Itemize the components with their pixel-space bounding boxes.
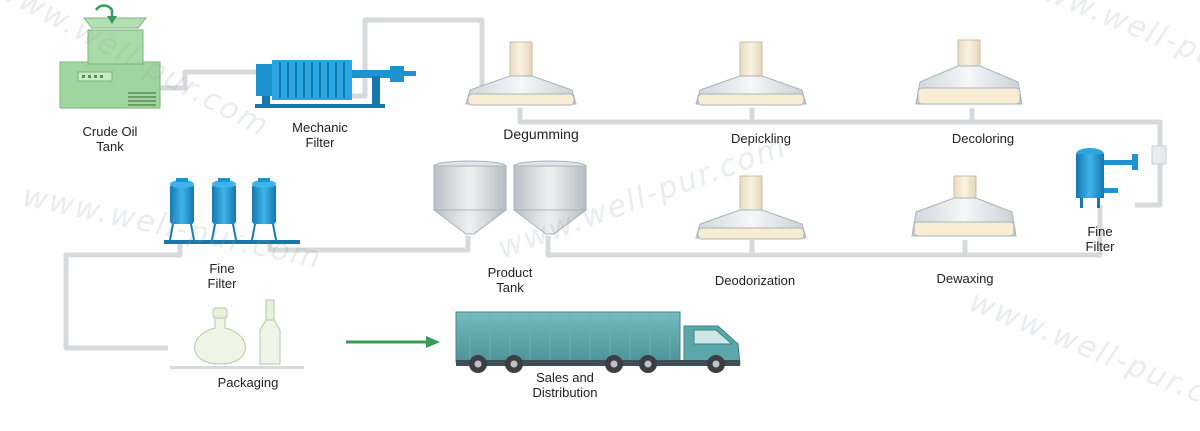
decoloring-reactor — [915, 39, 1023, 105]
fine-filter-right-label-line1: Fine — [1087, 224, 1113, 239]
crude-oil-tank-label-line1: Crude Oil — [82, 124, 138, 139]
deodorization-label: Deodorization — [714, 273, 796, 288]
degumming-label: Degumming — [503, 126, 579, 142]
delivery-truck — [455, 311, 741, 373]
fine-filter-right-vessel — [1076, 145, 1167, 208]
fine-filter-left-label-line1: Fine — [209, 261, 235, 276]
product-tank-label-line2: Tank — [496, 280, 524, 295]
depickling-reactor — [695, 41, 807, 106]
sales-distribution-label-line1: Sales and — [536, 370, 594, 385]
fine-filter-left-label-line2: Filter — [207, 276, 237, 291]
mechanic-filter-label-line2: Filter — [305, 135, 335, 150]
mechanic-filter-label: Mechanic Filter — [270, 120, 370, 150]
dewaxing-label: Dewaxing — [936, 271, 994, 286]
sales-distribution-label: Sales and Distribution — [510, 370, 620, 400]
mechanic-filter — [255, 60, 416, 108]
deodorization-reactor — [695, 175, 807, 240]
fine-filter-right-label: Fine Filter — [1070, 224, 1130, 254]
sales-distribution-label-line2: Distribution — [532, 385, 598, 400]
fine-filter-left-vessels — [164, 178, 300, 244]
packaging-bottles — [170, 299, 304, 369]
product-tank — [432, 160, 588, 235]
fine-filter-left-label: Fine Filter — [182, 261, 262, 291]
decoloring-label: Decoloring — [951, 131, 1015, 146]
product-tank-label: Product Tank — [470, 265, 550, 295]
mechanic-filter-label-line1: Mechanic — [292, 120, 348, 135]
diagram-canvas — [59, 4, 1167, 373]
fine-filter-right-label-line2: Filter — [1085, 239, 1115, 254]
depickling-label: Depickling — [731, 131, 791, 146]
crude-oil-tank-label-line2: Tank — [96, 139, 124, 154]
dewaxing-reactor — [911, 175, 1017, 237]
packaging-label: Packaging — [217, 375, 279, 390]
product-tank-label-line1: Product — [487, 265, 533, 280]
crude-oil-tank — [59, 4, 161, 109]
pipe-network — [63, 17, 1163, 351]
flow-arrow — [346, 336, 440, 348]
degumming-reactor — [465, 41, 577, 106]
truck-wheels — [469, 355, 725, 373]
crude-oil-tank-label: Crude Oil Tank — [62, 124, 158, 154]
